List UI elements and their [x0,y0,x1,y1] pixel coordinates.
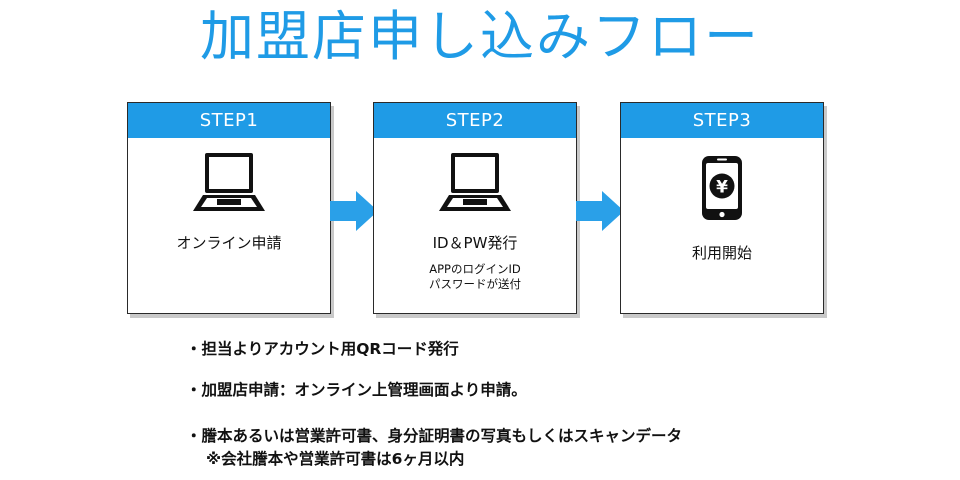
step-2-label: ID＆PW発行 [432,234,518,252]
laptop-icon [439,153,511,211]
list-item: ・加盟店申請：オンライン上管理画面より申請。 [186,381,527,399]
step-1-body: オンライン申請 [128,138,330,313]
arrow-right-icon [576,191,624,231]
step-1-header: STEP1 [128,103,330,138]
arrow-right-icon [330,191,378,231]
step-3-header: STEP3 [621,103,823,138]
step-3-body: ¥ 利用開始 [621,138,823,313]
step-2-card: STEP2 ID＆PW発行 APPのログインID パスワードが送付 [373,102,577,314]
laptop-icon [193,153,265,211]
list-item: ・担当よりアカウント用QRコード発行 [186,340,459,358]
list-item: ・謄本あるいは営業許可書、身分証明書の写真もしくはスキャンデータ [186,427,683,445]
page-title: 加盟店申し込みフロー [200,5,760,68]
list-item-note: ※会社謄本や営業許可書は6ヶ月以内 [206,450,465,468]
step-2-body: ID＆PW発行 APPのログインID パスワードが送付 [374,138,576,313]
step-2-note-line-1: APPのログインID [429,262,521,276]
step-2-note-line-2: パスワードが送付 [429,277,521,291]
step-3-label: 利用開始 [691,244,752,262]
step-2-header: STEP2 [374,103,576,138]
svg-text:¥: ¥ [716,178,728,198]
step-1-card: STEP1 オンライン申請 [127,102,331,314]
smartphone-yen-icon: ¥ [702,156,742,220]
step-1-label: オンライン申請 [176,234,282,252]
step-3-card: STEP3 ¥ 利用開始 [620,102,824,314]
